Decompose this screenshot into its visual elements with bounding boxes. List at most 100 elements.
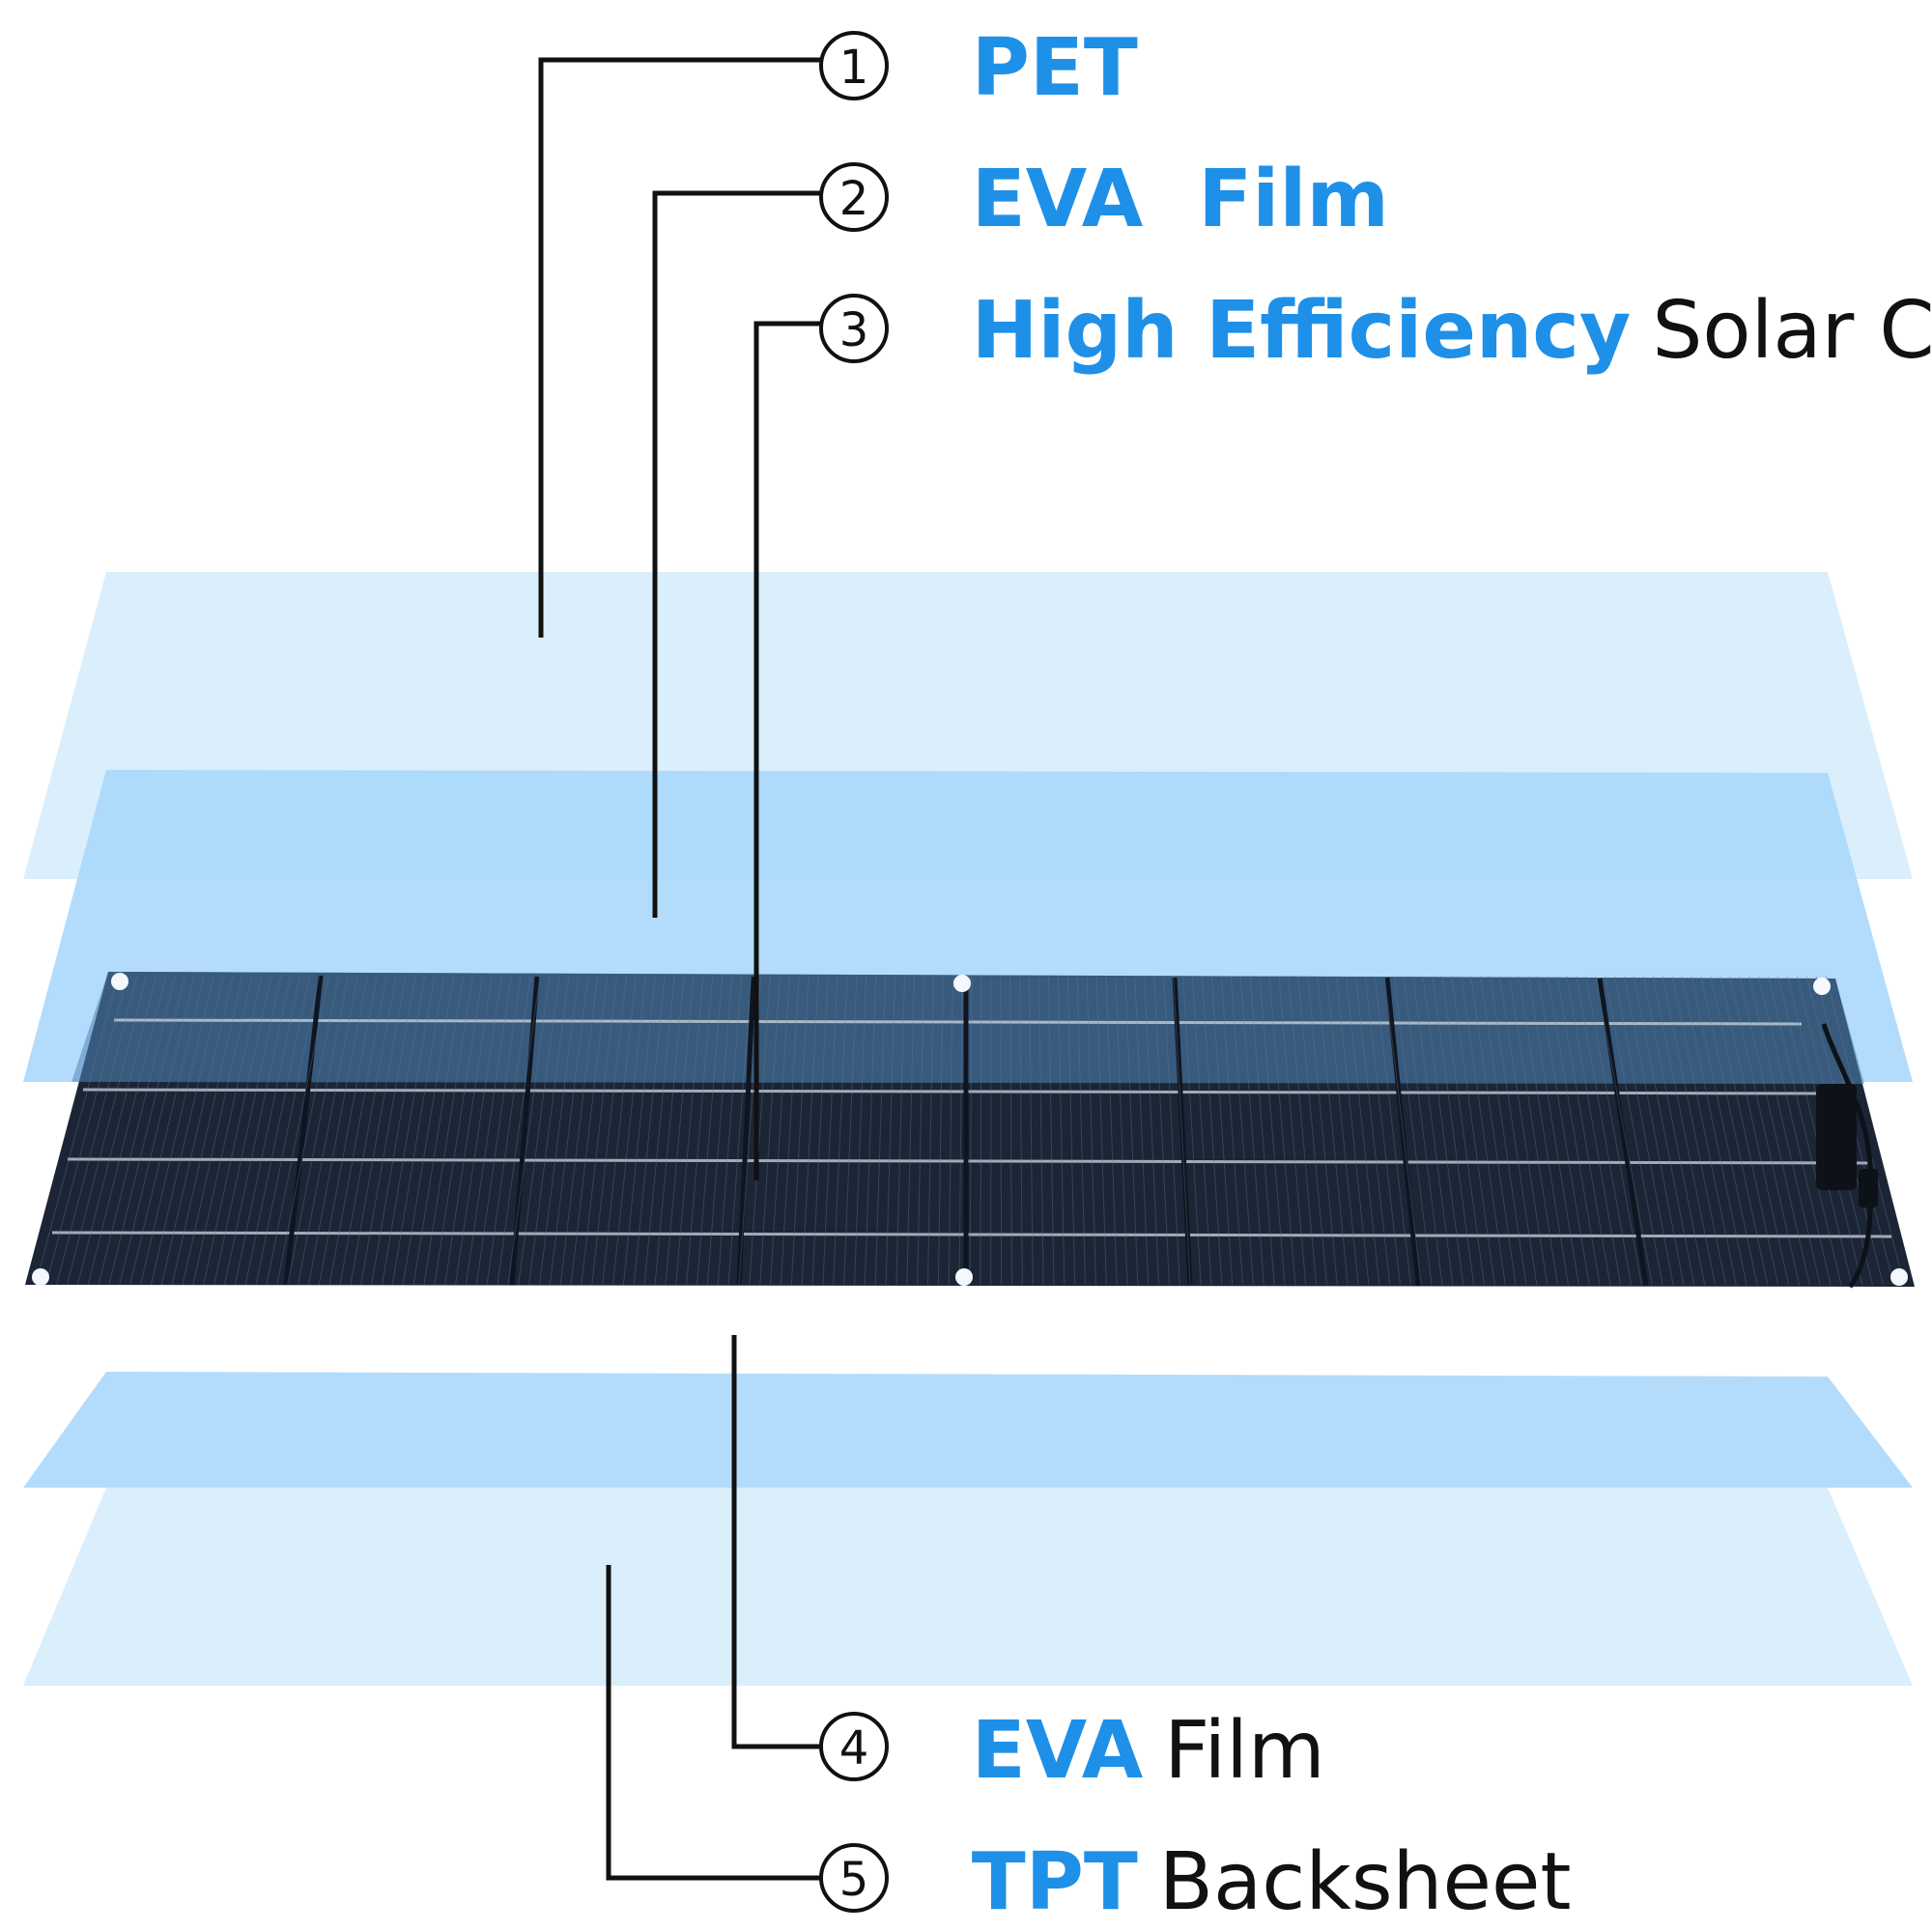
cell-finger-line (1000, 975, 1003, 1286)
cell-finger-line (706, 975, 733, 1286)
cell-finger-line (906, 975, 915, 1286)
cell-finger-line (350, 975, 407, 1286)
leader-line-2 (652, 190, 831, 918)
cell-finger-line (1690, 975, 1758, 1286)
mounting-hole (1890, 1268, 1908, 1286)
cell-finger-line (927, 975, 934, 1286)
mounting-hole (32, 1268, 49, 1286)
cell-finger-line (980, 975, 982, 1286)
label-1: PET (927, 22, 1172, 114)
cell-finger-line (507, 975, 551, 1286)
cell-finger-line (1086, 975, 1096, 1286)
cell-finger-line (45, 975, 128, 1286)
cell-finger-line (1259, 975, 1286, 1286)
cell-finger-line (287, 975, 349, 1286)
cell-finger-line (412, 975, 464, 1286)
cell-finger-line (1066, 975, 1076, 1286)
label-5-rest: Backsheet (1159, 1836, 1572, 1928)
cell-finger-line (1288, 975, 1318, 1286)
cell-finger-line (1124, 975, 1139, 1286)
cell-finger-line (1354, 975, 1391, 1286)
badge-2: 2 (819, 162, 889, 232)
cell-finger-line (213, 975, 282, 1286)
panel-cell-dividers (283, 975, 1649, 1287)
cell-finger-line (360, 975, 416, 1286)
cell-finger-line (1432, 975, 1475, 1286)
cell-finger-line (633, 975, 666, 1286)
badge-number: 3 (839, 303, 869, 357)
cell-finger-line (1345, 975, 1380, 1286)
cell-finger-line (675, 975, 704, 1286)
cell-finger-line (1422, 975, 1464, 1286)
cell-finger-line (1662, 975, 1726, 1286)
cell-finger-line (1307, 975, 1338, 1286)
cell-finger-line (1048, 975, 1055, 1286)
cell-finger-line (1461, 975, 1506, 1286)
cell-finger-line (1470, 975, 1517, 1286)
cell-finger-line (1297, 975, 1327, 1286)
cell-finger-line (1173, 975, 1191, 1286)
cell-finger-line (969, 975, 973, 1286)
cell-finger-line (1758, 975, 1832, 1286)
cell-finger-line (1317, 975, 1349, 1286)
label-3-highlight: High Efficiency (972, 285, 1632, 377)
cell-finger-line (1451, 975, 1495, 1286)
cell-finger-line (35, 975, 119, 1286)
cell-finger-line (1393, 975, 1433, 1286)
cell-finger-line (465, 975, 512, 1286)
cell-finger-line (602, 975, 637, 1286)
cell-finger-line (833, 975, 848, 1286)
cell-finger-line (1556, 975, 1611, 1286)
cell-finger-line (1498, 975, 1548, 1286)
panel-fine-grid (35, 975, 1905, 1286)
cell-finger-line (1029, 975, 1034, 1286)
cell-finger-line (486, 975, 531, 1286)
cell-finger-line (1239, 975, 1264, 1286)
cell-finger-line (1537, 975, 1590, 1286)
cell-finger-line (1038, 975, 1044, 1286)
number-badges: 1 2 3 4 5 (819, 31, 889, 1913)
cell-finger-line (1019, 975, 1023, 1286)
mounting-hole (953, 975, 971, 992)
cell-finger-line (937, 975, 944, 1286)
cell-finger-line (1681, 975, 1747, 1286)
cell-finger-line (276, 975, 339, 1286)
cell-finger-line (717, 975, 743, 1286)
cell-finger-line (749, 975, 771, 1286)
cell-finger-line (87, 975, 167, 1286)
junction-box (1816, 1023, 1878, 1289)
cell-finger-line (266, 975, 329, 1286)
cell-finger-line (1576, 975, 1633, 1286)
cell-finger-line (423, 975, 473, 1286)
cell-finger-line (1729, 975, 1800, 1286)
cell-finger-line (854, 975, 867, 1286)
cell-finger-line (339, 975, 397, 1286)
cell-finger-line (1326, 975, 1359, 1286)
cell-finger-line (1518, 975, 1569, 1286)
cell-finger-line (1057, 975, 1065, 1286)
cell-finger-line (182, 975, 253, 1286)
cell-finger-line (874, 975, 887, 1286)
mounting-hole (955, 1268, 973, 1286)
cell-finger-line (790, 975, 810, 1286)
cell-finger-line (1652, 975, 1716, 1286)
cell-finger-line (581, 975, 617, 1286)
cell-finger-line (1076, 975, 1086, 1286)
cell-finger-line (255, 975, 320, 1286)
cell-finger-line (76, 975, 157, 1286)
cell-finger-line (1336, 975, 1370, 1286)
tpt-backsheet-layer (23, 1488, 1913, 1686)
cell-finger-line (1605, 975, 1663, 1286)
cell-finger-line (1748, 975, 1821, 1286)
cell-finger-line (780, 975, 800, 1286)
cell-finger-line (171, 975, 243, 1286)
cell-finger-line (391, 975, 445, 1286)
badge-1: 1 (819, 31, 889, 100)
cell-finger-line (1566, 975, 1622, 1286)
cell-finger-line (1115, 975, 1128, 1286)
cell-finger-line (307, 975, 368, 1286)
